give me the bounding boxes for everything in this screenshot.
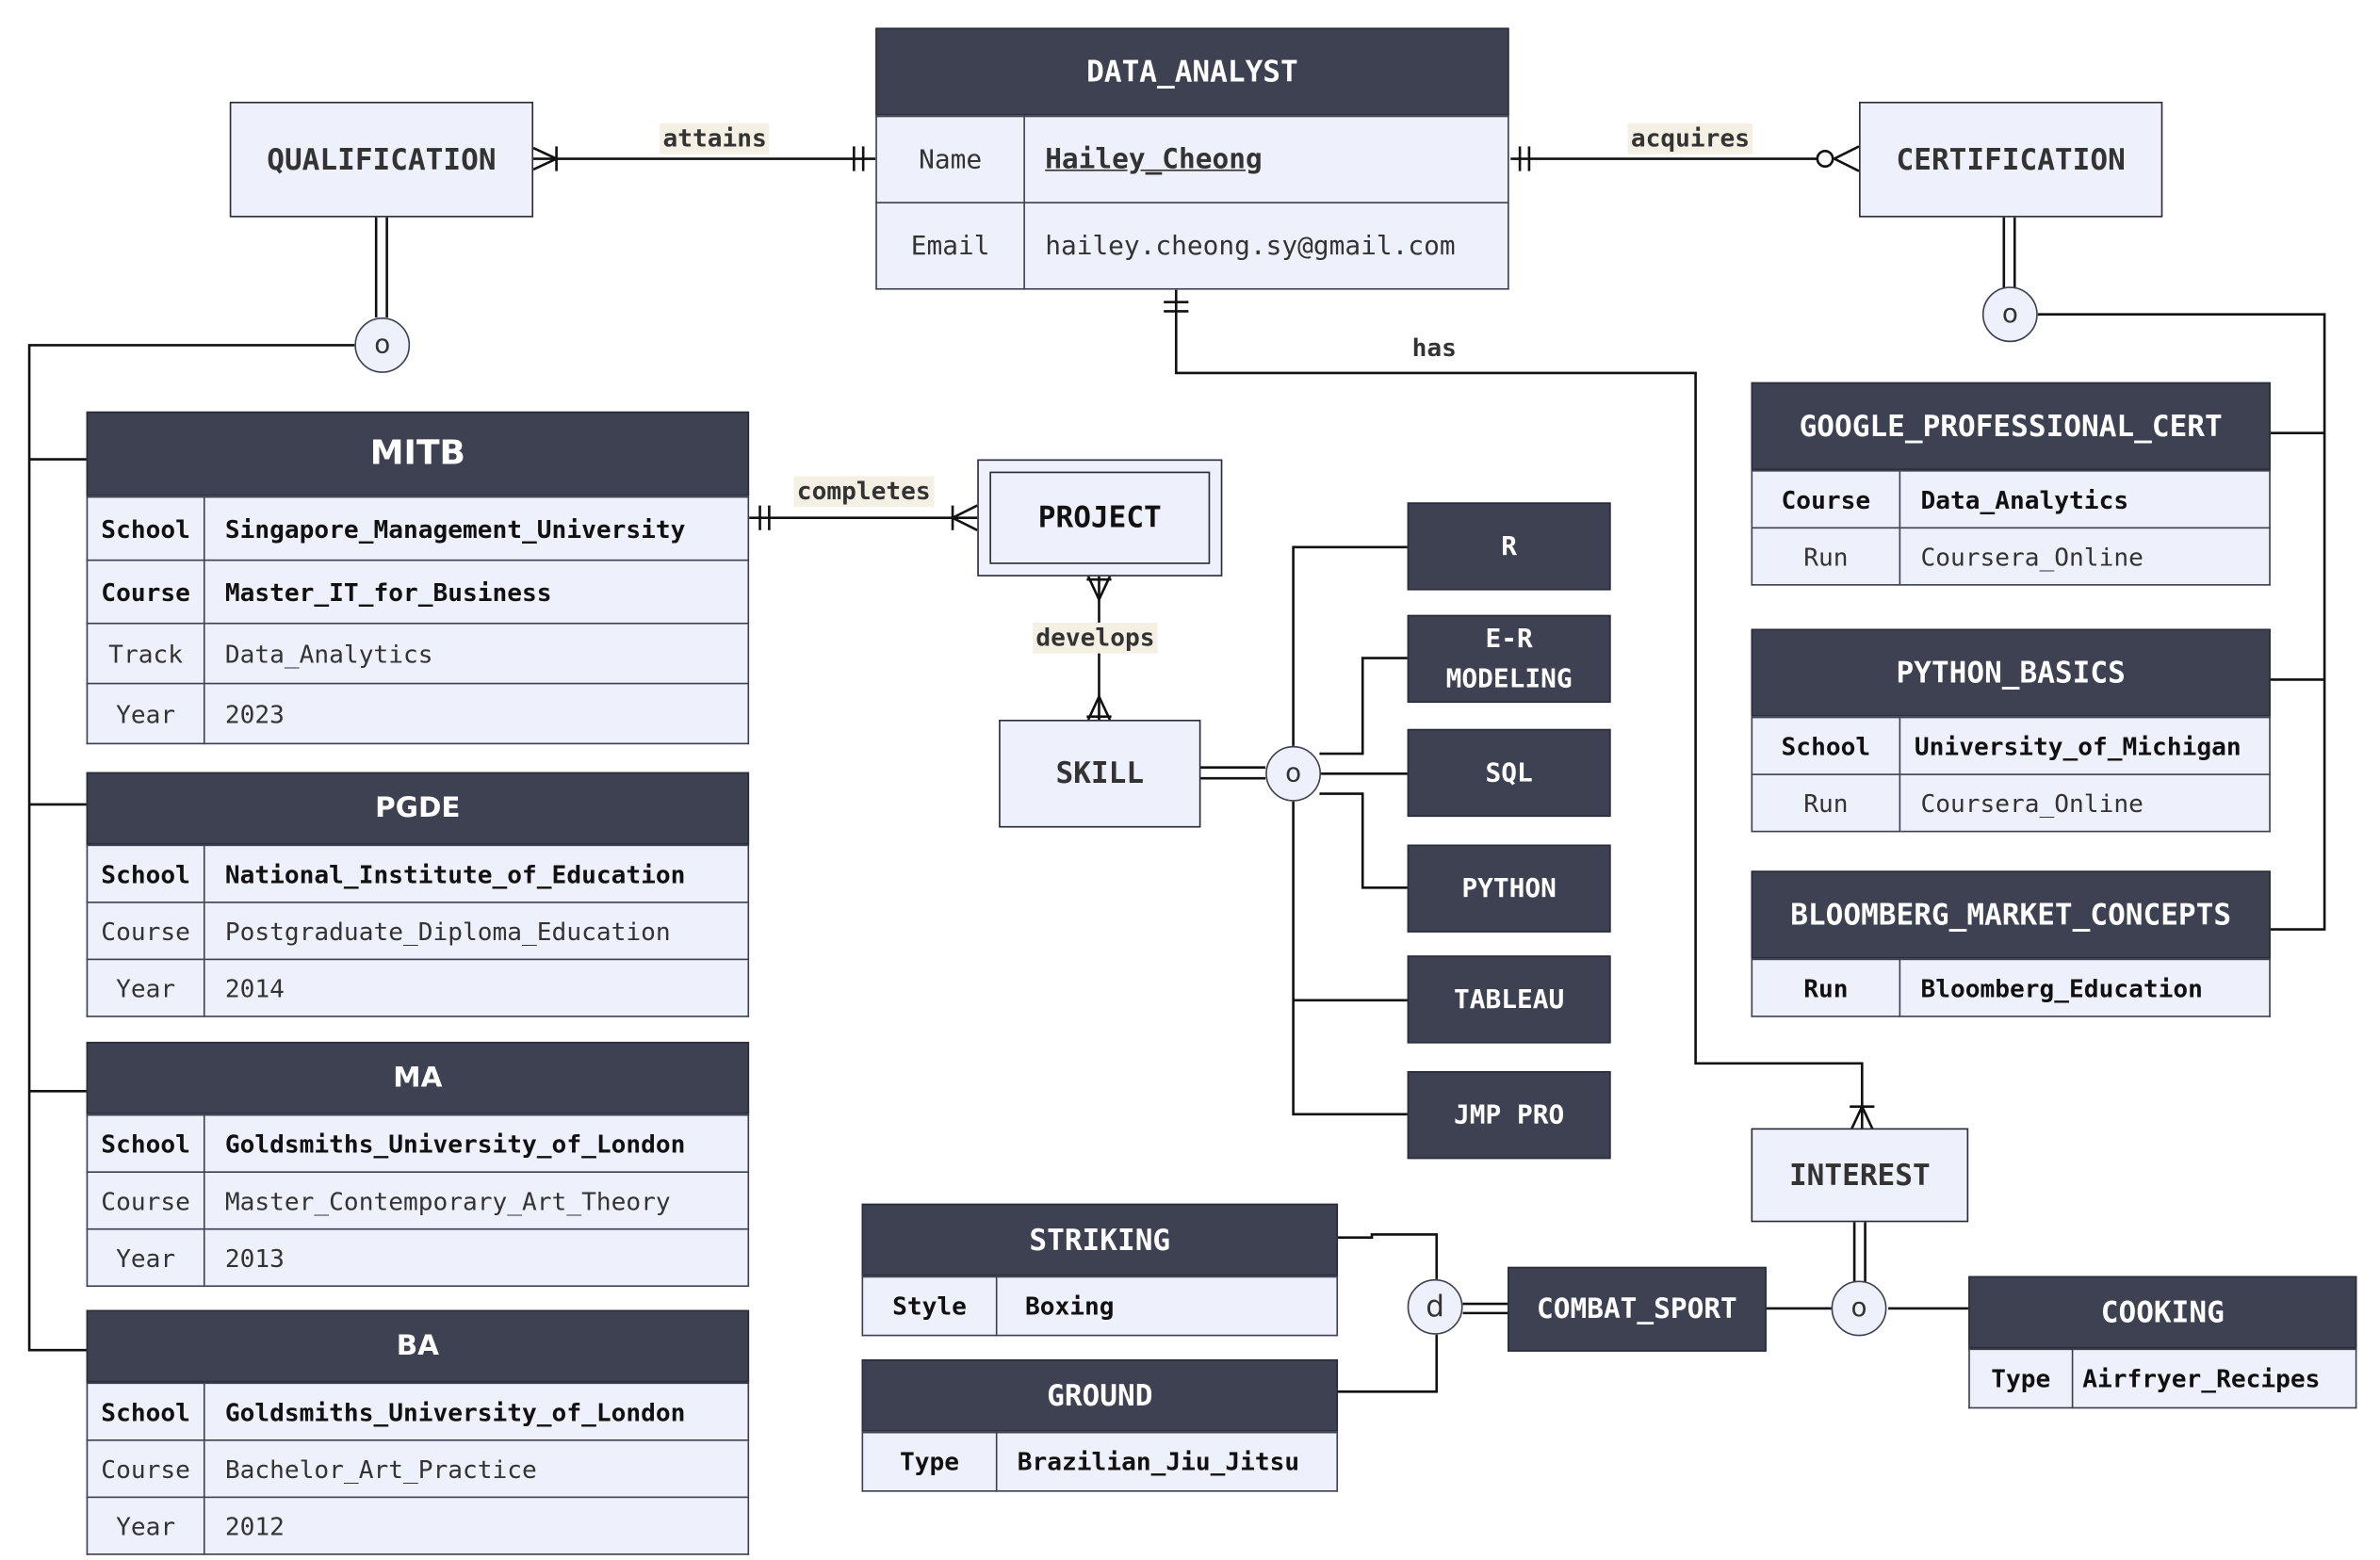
- entity-title: COOKING: [1968, 1276, 2357, 1349]
- attr-value: 2023: [203, 682, 750, 745]
- attr-value: National_Institute_of_Education: [203, 844, 750, 903]
- attr-key: Year: [86, 1227, 205, 1288]
- skill-python: PYTHON: [1407, 844, 1611, 933]
- entity-certification: CERTIFICATION: [1859, 101, 2163, 218]
- relationship-attains: attains: [660, 122, 771, 154]
- relationship-develops: develops: [1033, 622, 1158, 654]
- attr-key: School: [86, 1113, 205, 1173]
- attr-value: Bachelor_Art_Practice: [203, 1439, 750, 1499]
- attr-value: 2014: [203, 958, 750, 1017]
- attr-value: 2012: [203, 1496, 750, 1555]
- attr-key: Course: [86, 1439, 205, 1499]
- skill-er-line2: MODELING: [1445, 663, 1573, 695]
- attr-key: Name: [875, 115, 1025, 203]
- attr-value: Coursera_Online: [1899, 527, 2271, 586]
- attr-value: Data_Analytics: [1899, 469, 2271, 529]
- attr-key: Year: [86, 1496, 205, 1555]
- attr-key: Year: [86, 682, 205, 745]
- skill-er-line1: E-R: [1485, 623, 1533, 655]
- attr-value: 2013: [203, 1227, 750, 1288]
- entity-title: GROUND: [861, 1358, 1339, 1432]
- attr-key: Course: [86, 1171, 205, 1230]
- attr-value: Goldsmiths_University_of_London: [203, 1113, 750, 1173]
- attr-key: Style: [861, 1276, 998, 1337]
- attr-key: Year: [86, 958, 205, 1017]
- attr-value-primary-key: Hailey_Cheong: [1023, 115, 1509, 203]
- attr-value: Bloomberg_Education: [1899, 958, 2271, 1017]
- relationship-completes: completes: [793, 476, 934, 508]
- attr-value: Airfryer_Recipes: [2071, 1348, 2357, 1409]
- attr-key: School: [86, 844, 205, 903]
- attr-value: Singapore_Management_University: [203, 496, 750, 561]
- entity-title: DATA_ANALYST: [875, 27, 1509, 116]
- attr-key: Type: [861, 1431, 998, 1492]
- overlap-circle-skill: o: [1265, 745, 1322, 802]
- attr-value: Data_Analytics: [203, 622, 750, 685]
- disjoint-circle-combat: d: [1407, 1278, 1463, 1335]
- attr-key: Type: [1968, 1348, 2074, 1409]
- entity-combat-sport: COMBAT_SPORT: [1508, 1266, 1767, 1352]
- skill-tableau: TABLEAU: [1407, 955, 1611, 1044]
- entity-project: PROJECT: [989, 471, 1211, 564]
- attr-value: hailey.cheong.sy@gmail.com: [1023, 202, 1509, 290]
- entity-project-outer: PROJECT: [977, 459, 1223, 577]
- entity-title: GOOGLE_PROFESSIONAL_CERT: [1751, 382, 2271, 470]
- attr-value: University_of_Michigan: [1899, 716, 2271, 775]
- entity-skill: SKILL: [999, 720, 1201, 828]
- attr-value: Brazilian_Jiu_Jitsu: [995, 1431, 1339, 1492]
- attr-key: Track: [86, 622, 205, 685]
- attr-value: Goldsmiths_University_of_London: [203, 1382, 750, 1441]
- skill-jmp-pro: JMP PRO: [1407, 1071, 1611, 1160]
- attr-key: Run: [1751, 773, 1901, 833]
- entity-title: PGDE: [86, 772, 750, 845]
- entity-title: MA: [86, 1041, 750, 1114]
- attr-value: Master_Contemporary_Art_Theory: [203, 1171, 750, 1230]
- entity-title: PYTHON_BASICS: [1751, 628, 2271, 717]
- skill-sql: SQL: [1407, 728, 1611, 818]
- relationship-has: has: [1411, 333, 1457, 363]
- relationship-acquires: acquires: [1627, 122, 1753, 154]
- overlap-circle-certification: o: [1981, 286, 2038, 343]
- attr-value: Master_IT_for_Business: [203, 559, 750, 625]
- overlap-circle-qualification: o: [354, 317, 411, 373]
- attr-value: Coursera_Online: [1899, 773, 2271, 833]
- entity-interest: INTEREST: [1751, 1128, 1969, 1223]
- attr-key: Run: [1751, 527, 1901, 586]
- overlap-circle-interest: o: [1831, 1280, 1887, 1337]
- attr-key: Course: [1751, 469, 1901, 529]
- attr-key: Run: [1751, 958, 1901, 1017]
- entity-title: STRIKING: [861, 1203, 1339, 1276]
- entity-title: MITB: [86, 411, 750, 496]
- entity-title: BLOOMBERG_MARKET_CONCEPTS: [1751, 870, 2271, 959]
- skill-er-modeling: E-R MODELING: [1407, 614, 1611, 704]
- attr-value: Postgraduate_Diploma_Education: [203, 902, 750, 961]
- attr-key: School: [86, 496, 205, 561]
- attr-value: Boxing: [995, 1276, 1339, 1337]
- entity-title: BA: [86, 1309, 750, 1383]
- attr-key: School: [1751, 716, 1901, 775]
- entity-qualification: QUALIFICATION: [229, 101, 534, 218]
- attr-key: Email: [875, 202, 1025, 290]
- attr-key: Course: [86, 902, 205, 961]
- skill-r: R: [1407, 502, 1611, 591]
- attr-key: Course: [86, 559, 205, 625]
- attr-key: School: [86, 1382, 205, 1441]
